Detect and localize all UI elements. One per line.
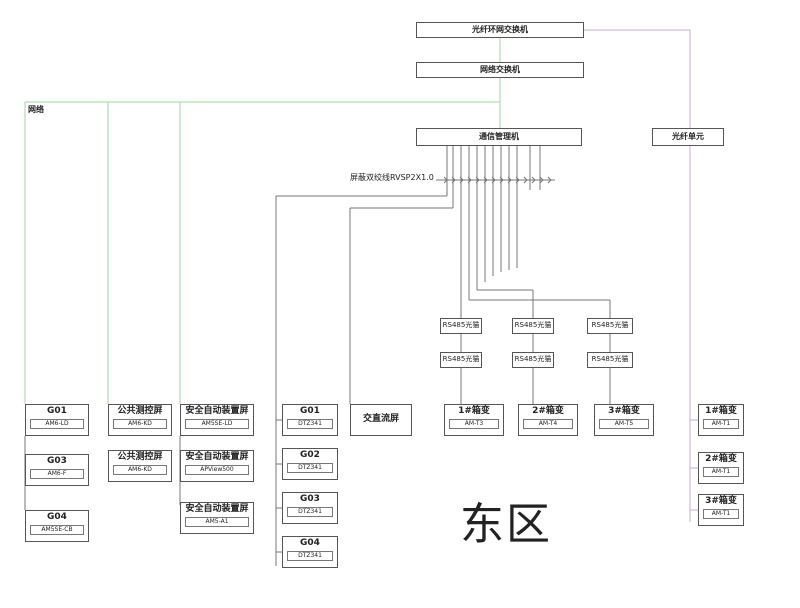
- communication-manager-label: 通信管理机: [479, 131, 519, 141]
- rs485-converter: RS485光猫: [587, 318, 633, 334]
- panel-title: 公共测控屏: [117, 452, 163, 462]
- panel-model: DTZ341: [287, 506, 333, 518]
- public-measure-panel: 公共测控屏 AM6-KD: [108, 404, 172, 436]
- panel-title: 安全自动装置屏: [185, 504, 249, 514]
- panel-model: APView500: [185, 464, 249, 476]
- network-switch: 网络交换机: [416, 62, 584, 78]
- panel-model: DTZ341: [287, 462, 333, 474]
- panel-title: 2#箱变: [532, 406, 564, 416]
- rs485-converter: RS485光猫: [440, 318, 482, 334]
- panel-model: DTZ341: [287, 418, 333, 430]
- box-transformer: 1#箱变 AM-T3: [444, 404, 504, 436]
- rs485-converter-label: RS485光猫: [591, 321, 629, 330]
- communication-manager: 通信管理机: [416, 128, 582, 146]
- panel-title: 1#箱变: [705, 406, 737, 416]
- panel-model: AM5-A1: [185, 516, 249, 528]
- panel-title: 2#箱变: [705, 454, 737, 464]
- panel-title: G04: [300, 538, 320, 548]
- optical-unit: 光纤单元: [652, 128, 724, 146]
- rs485-converter-label: RS485光猫: [442, 321, 480, 330]
- panel-model: AM-T3: [449, 418, 499, 430]
- panel-title: G01: [300, 406, 320, 416]
- rs485-converter: RS485光猫: [512, 352, 554, 368]
- safety-auto-panel: 安全自动装置屏 APView500: [180, 450, 254, 482]
- rs485-converter-label: RS485光猫: [442, 355, 480, 364]
- panel-title: 3#箱变: [608, 406, 640, 416]
- panel-title: G02: [300, 450, 320, 460]
- panel-title: 安全自动装置屏: [185, 406, 249, 416]
- panel-title: G03: [300, 494, 320, 504]
- panel-model: AM6-KD: [113, 418, 167, 430]
- box-transformer: 2#箱变 AM-T4: [518, 404, 578, 436]
- panel-model: AM6-KD: [113, 464, 167, 476]
- panel-title: 安全自动装置屏: [185, 452, 249, 462]
- panel-model: AM-T5: [599, 418, 649, 430]
- panel-title: G03: [47, 456, 67, 466]
- panel-model: AM-T1: [703, 466, 739, 478]
- safety-auto-panel: 安全自动装置屏 AM5-A1: [180, 502, 254, 534]
- optical-unit-label: 光纤单元: [672, 131, 704, 141]
- panel-model: DTZ341: [287, 550, 333, 562]
- panel-title: G01: [47, 406, 67, 416]
- panel-title: 3#箱变: [705, 496, 737, 506]
- shielded-cable-label: 屏蔽双绞线RVSP2X1.0: [350, 173, 434, 182]
- rs485-converter-label: RS485光猫: [591, 355, 629, 364]
- panel-model: AM-T1: [703, 418, 739, 430]
- rs485-converter: RS485光猫: [587, 352, 633, 368]
- panel-title: 公共测控屏: [117, 406, 163, 416]
- ac-dc-screen: 交直流屏: [350, 404, 412, 436]
- optical-ring-switch: 光纤环网交换机: [416, 22, 584, 38]
- box-transformer: 2#箱变 AM-T1: [698, 452, 744, 484]
- public-measure-panel: 公共测控屏 AM6-KD: [108, 450, 172, 482]
- box-transformer: 1#箱变 AM-T1: [698, 404, 744, 436]
- panel-model: AM-T4: [523, 418, 573, 430]
- panel-model: AM6-F: [30, 468, 84, 480]
- panel-model: AM-T1: [703, 508, 739, 520]
- box-transformer: 3#箱变 AM-T1: [698, 494, 744, 526]
- optical-ring-switch-label: 光纤环网交换机: [472, 24, 528, 34]
- panel-title: 1#箱变: [458, 406, 490, 416]
- panel-title: G04: [47, 512, 67, 522]
- safety-auto-panel: 安全自动装置屏 AM5SE-LD: [180, 404, 254, 436]
- ac-dc-screen-label: 交直流屏: [362, 414, 399, 425]
- network-switch-label: 网络交换机: [480, 64, 520, 74]
- rs485-converter-label: RS485光猫: [514, 321, 552, 330]
- rs485-converter-label: RS485光猫: [514, 355, 552, 364]
- rs485-converter: RS485光猫: [440, 352, 482, 368]
- area-title: 东区: [460, 499, 552, 550]
- network-label: 网络: [28, 105, 44, 114]
- panel-model: AM5SE-CB: [30, 524, 84, 536]
- rs485-converter: RS485光猫: [512, 318, 554, 334]
- panel-model: AM5SE-LD: [185, 418, 249, 430]
- panel-model: AM6-LD: [30, 418, 84, 430]
- box-transformer: 3#箱变 AM-T5: [594, 404, 654, 436]
